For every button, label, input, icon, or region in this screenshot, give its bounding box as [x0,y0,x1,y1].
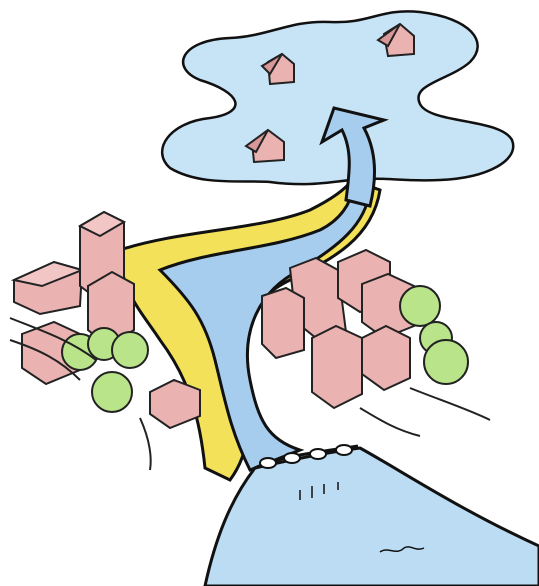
river-illustration [0,0,539,586]
